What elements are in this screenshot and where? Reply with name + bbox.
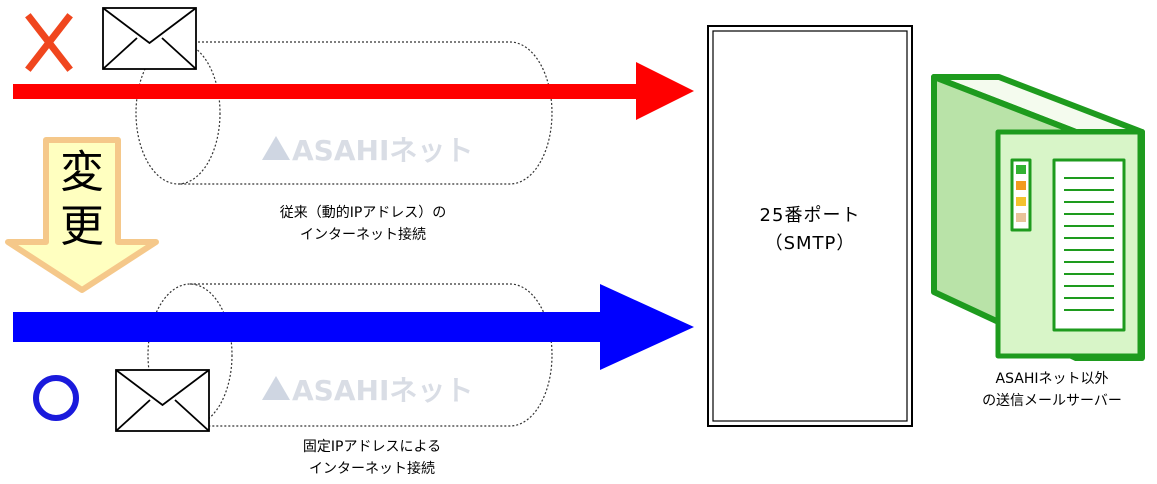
port-label-line: （SMTP）: [764, 233, 856, 254]
cross-icon: [25, 13, 73, 72]
change-label-char: 更: [60, 201, 104, 252]
mail-server-icon: [931, 74, 1145, 361]
envelope-icon-old: [102, 7, 197, 70]
change-label: 変 更: [58, 146, 106, 254]
old-connection-tunnel: [135, 41, 553, 185]
svg-text:ASAHIネット: ASAHIネット: [292, 134, 473, 167]
circle-icon: [33, 375, 79, 421]
new-connection-tunnel: [147, 283, 553, 427]
mail-server-label-line: ASAHIネット以外: [995, 371, 1109, 387]
old-connection-label: 従来（動的IPアドレス）の インターネット接続: [248, 202, 478, 246]
asahi-logo-new: ASAHIネット: [262, 374, 473, 407]
mail-server-label-line: の送信メールサーバー: [982, 393, 1122, 409]
change-label-char: 変: [60, 147, 104, 198]
old-connection-arrow: [13, 62, 694, 120]
new-connection-label-line: 固定IPアドレスによる: [302, 439, 442, 455]
port-label-line: 25番ポート: [759, 205, 861, 226]
old-connection-label-line: 従来（動的IPアドレス）の: [279, 205, 447, 221]
svg-text:ASAHIネット: ASAHIネット: [292, 374, 473, 407]
new-connection-label: 固定IPアドレスによる インターネット接続: [272, 436, 472, 480]
port-label: 25番ポート （SMTP）: [712, 202, 908, 258]
envelope-icon-new: [115, 369, 210, 432]
change-arrow: [5, 137, 159, 293]
mail-server-label: ASAHIネット以外 の送信メールサーバー: [962, 368, 1142, 412]
old-connection-label-line: インターネット接続: [300, 227, 426, 243]
asahi-logo-old: ASAHIネット: [262, 134, 473, 167]
port-box: [707, 25, 913, 427]
new-connection-arrow: [13, 284, 694, 370]
new-connection-label-line: インターネット接続: [309, 461, 435, 477]
